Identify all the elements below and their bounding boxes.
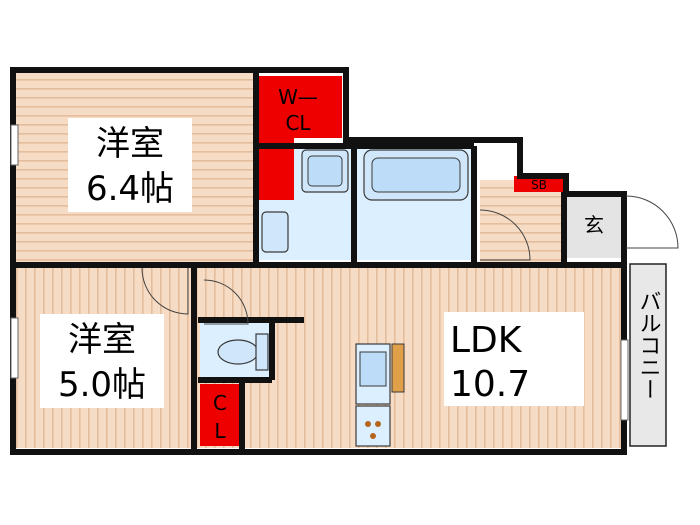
room2-name: 洋室 [68, 320, 136, 360]
shoe-box-label: SB [531, 178, 547, 192]
kitchen-counter [391, 343, 405, 393]
toilet [217, 339, 259, 365]
shoe-box [514, 176, 564, 192]
window-balcony [620, 339, 629, 421]
window-left-upper [10, 124, 19, 166]
wic-label-2: CL [285, 111, 311, 135]
room1-size: 6.4帖 [86, 169, 174, 209]
washing-machine [261, 211, 289, 253]
room1-label-box [68, 118, 192, 212]
room2-label-box [40, 314, 164, 408]
hall-floor [480, 180, 562, 264]
entrance-floor [566, 194, 622, 258]
ldk-label-box [444, 312, 584, 406]
wic-label-1: W— [278, 85, 318, 109]
walk-in-closet [258, 76, 342, 138]
kitchen-stove [355, 405, 391, 447]
entrance-label: 玄 [584, 213, 604, 237]
closet-label-1: C [213, 391, 227, 415]
closet-label-2: L [214, 419, 226, 443]
ldk-name: LDK [450, 320, 523, 361]
balcony-label: バルコニー [636, 290, 661, 400]
balcony [629, 263, 667, 447]
room2-size: 5.0帖 [58, 365, 146, 405]
door-swings [141, 195, 679, 325]
room1-name: 洋室 [96, 124, 164, 164]
closet [200, 384, 240, 446]
window-left-lower [10, 317, 19, 379]
walls [10, 67, 627, 455]
ldk-size: 10.7 [450, 364, 530, 405]
